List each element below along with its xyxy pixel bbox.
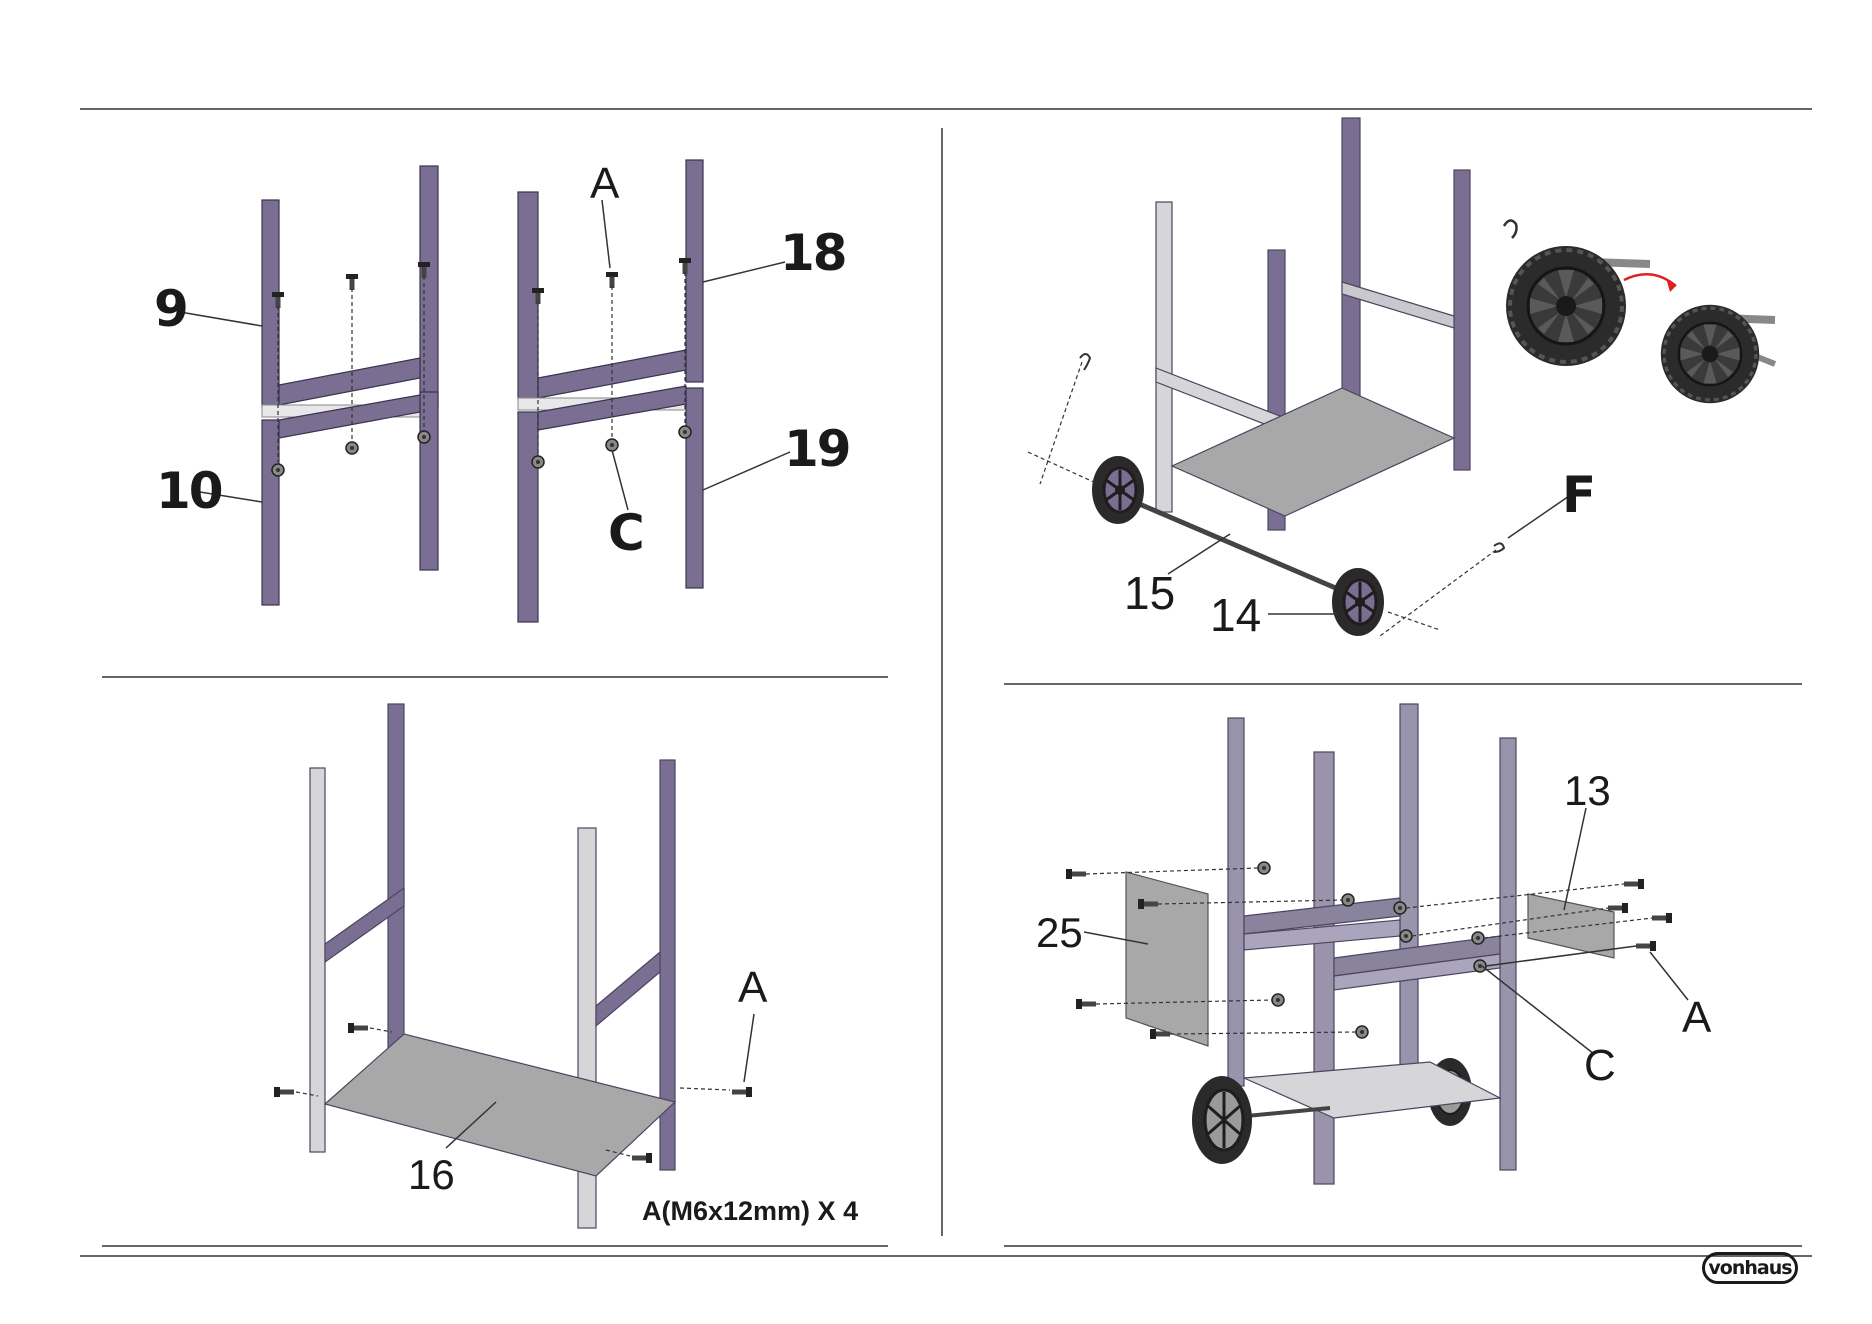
- brand-logo: vonhaus: [1702, 1252, 1798, 1284]
- part-label-13: 13: [1564, 770, 1611, 812]
- screw-label-a: A: [1682, 996, 1711, 1040]
- nut-label-c: C: [608, 508, 643, 558]
- nut-icon: [1394, 902, 1406, 914]
- screw-icon: [606, 272, 618, 288]
- nut-icon: [1474, 960, 1486, 972]
- wheel-icon: [1092, 456, 1144, 524]
- screw-icon: [1066, 869, 1086, 879]
- screw-icon: [1636, 941, 1656, 951]
- nut-icon: [532, 456, 544, 468]
- nut-icon: [1258, 862, 1270, 874]
- part-label-15: 15: [1124, 570, 1175, 616]
- nut-icon: [606, 439, 618, 451]
- nut-icon: [1400, 930, 1412, 942]
- side-panel-13: [1528, 894, 1614, 958]
- clip-label-f: F: [1562, 470, 1594, 520]
- screw-icon: [1076, 999, 1096, 1009]
- part-label-10: 10: [156, 466, 222, 516]
- part-label-9: 9: [154, 284, 187, 334]
- nut-icon: [272, 464, 284, 476]
- clip-icon: [1504, 220, 1517, 238]
- wheel-icon: [1332, 568, 1384, 636]
- part-label-25: 25: [1036, 912, 1083, 954]
- nut-icon: [679, 426, 691, 438]
- nut-icon: [1342, 894, 1354, 906]
- screw-icon: [274, 1087, 294, 1097]
- screw-icon: [632, 1153, 652, 1163]
- nut-icon: [418, 431, 430, 443]
- nut-icon: [346, 442, 358, 454]
- large-wheel-icon: [1506, 246, 1626, 366]
- screw-icon: [1624, 879, 1644, 889]
- large-wheel-icon: [1661, 305, 1759, 403]
- part-label-19: 19: [784, 424, 850, 474]
- screw-icon: [348, 1023, 368, 1033]
- panel-top-right-drawing: [1028, 118, 1775, 636]
- panel-bottom-left-drawing: [274, 704, 754, 1228]
- part-label-16: 16: [408, 1154, 455, 1196]
- side-panel-25: [1126, 872, 1208, 1046]
- screw-icon: [1652, 913, 1672, 923]
- panel-top-left-drawing: [180, 160, 790, 622]
- nut-icon: [1472, 932, 1484, 944]
- frame-left-lower: [262, 392, 438, 605]
- wheel-detail: [1504, 220, 1775, 403]
- nut-label-c: C: [1584, 1044, 1616, 1088]
- hardware-caption: A(M6x12mm) X 4: [642, 1196, 858, 1227]
- part-label-14: 14: [1210, 592, 1261, 638]
- nut-icon: [1272, 994, 1284, 1006]
- screw-label-a: A: [738, 966, 767, 1010]
- screw-icon: [732, 1087, 752, 1097]
- part-label-18: 18: [780, 228, 846, 278]
- screw-label-a: A: [590, 162, 619, 206]
- nut-icon: [1356, 1026, 1368, 1038]
- screw-icon: [346, 274, 358, 290]
